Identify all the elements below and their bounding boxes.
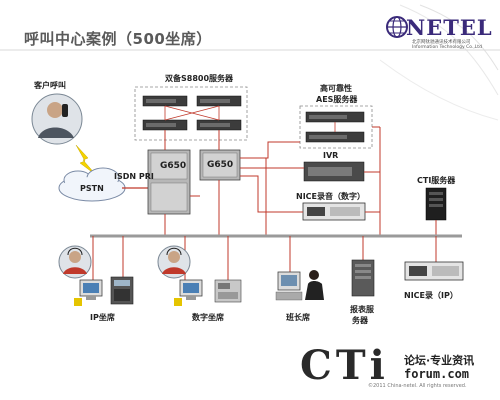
g650-label-b: G650	[207, 160, 234, 170]
link-line	[240, 141, 300, 159]
link-line	[240, 175, 303, 213]
digital-agent-avatar-icon	[157, 245, 191, 279]
pstn-label: PSTN	[80, 184, 104, 193]
ip-agent-avatar-icon	[58, 245, 92, 279]
supervisor-label: 班长席	[286, 313, 310, 322]
s8800-label: 双备S8800服务器	[165, 74, 234, 83]
cti-server-icon	[425, 187, 447, 221]
watermark-cti: CTi	[300, 342, 389, 389]
caller-label: 客户呼叫	[34, 81, 66, 90]
nice-digital-label: NICE录音（数字）	[296, 192, 366, 201]
nice-recorder-icon	[302, 202, 366, 221]
digital-seat-label: 数字坐席	[192, 313, 224, 322]
logo-subtitle-en: Information Technology Co.,Ltd	[412, 45, 482, 50]
copyright-text: ©2011 China-netel. All rights reserved.	[368, 383, 467, 389]
decor-arc	[399, 4, 499, 96]
ip-phone-icon	[110, 276, 134, 305]
logo-subtitle-cn: 北京网钛驰通讯技术有限公司	[412, 40, 471, 45]
pc-icon	[74, 279, 103, 306]
watermark-domain: forum.com	[404, 367, 470, 381]
g650-icon	[147, 149, 241, 215]
cti-server-label: CTI服务器	[417, 176, 456, 185]
aes-label-line1: 高可靠性	[320, 84, 352, 93]
pstn-cloud-icon	[58, 167, 126, 202]
nice-ip-label: NICE录（IP）	[404, 291, 458, 300]
ivr-label: IVR	[323, 151, 339, 160]
customer-avatar-icon	[31, 93, 83, 145]
supervisor-pc-icon	[275, 271, 303, 301]
nice-ip-recorder-icon	[404, 261, 464, 281]
g650-label-a: G650	[160, 161, 187, 171]
isdn-label: ISDN PRI	[114, 172, 154, 181]
digital-phone-icon	[214, 279, 242, 303]
s8800-group-box	[134, 86, 248, 141]
pc-icon	[174, 279, 203, 306]
report-server-label-line2: 务器	[352, 316, 368, 325]
watermark-tagline: 论坛·专业资讯	[404, 354, 475, 367]
page-title: 呼叫中心案例（500坐席）	[24, 30, 212, 48]
logo-text: NETEL	[406, 15, 493, 40]
decor-arc	[379, 59, 499, 121]
globe-icon	[386, 16, 408, 38]
report-server-icon	[351, 259, 375, 297]
report-server-label-line1: 报表服	[350, 305, 374, 314]
link-line	[164, 105, 220, 121]
ip-seat-label: IP坐席	[90, 313, 115, 322]
aes-label-line2: AES服务器	[316, 95, 358, 104]
supervisor-person-icon	[305, 270, 324, 300]
ivr-server-icon	[303, 161, 365, 182]
decor-arc	[419, 4, 499, 71]
